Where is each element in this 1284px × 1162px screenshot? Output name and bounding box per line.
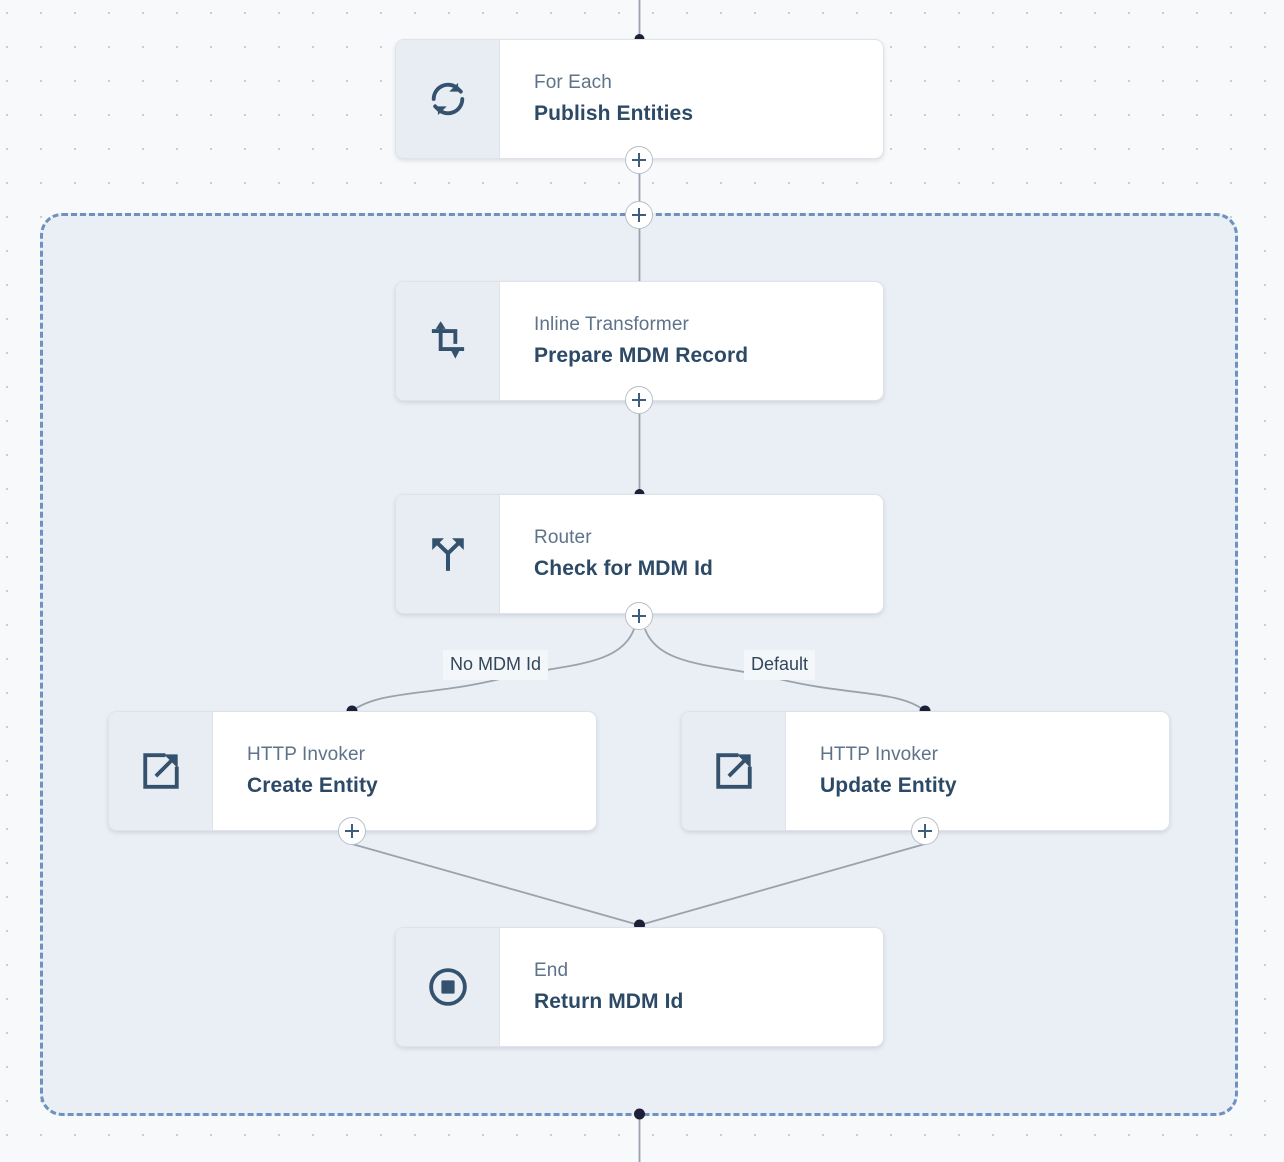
node-create-entity[interactable]: HTTP Invoker Create Entity bbox=[108, 711, 597, 831]
node-title-label: Publish Entities bbox=[534, 101, 694, 125]
external-link-icon bbox=[109, 712, 213, 830]
add-step-button-scope-entry[interactable] bbox=[625, 201, 653, 229]
add-step-button-after-create-entity[interactable] bbox=[338, 817, 366, 845]
stop-circle-icon bbox=[396, 928, 500, 1046]
node-text-block: Inline Transformer Prepare MDM Record bbox=[500, 282, 883, 400]
node-return-mdm-id[interactable]: End Return MDM Id bbox=[395, 927, 884, 1047]
node-text-block: End Return MDM Id bbox=[500, 928, 883, 1046]
external-link-icon bbox=[682, 712, 786, 830]
node-text-block: Router Check for MDM Id bbox=[500, 495, 883, 613]
node-prepare-mdm-record[interactable]: Inline Transformer Prepare MDM Record bbox=[395, 281, 884, 401]
node-type-label: Inline Transformer bbox=[534, 314, 689, 336]
node-publish-entities[interactable]: For Each Publish Entities bbox=[395, 39, 884, 159]
node-type-label: Router bbox=[534, 527, 592, 549]
node-text-block: For Each Publish Entities bbox=[500, 40, 883, 158]
transform-crop-icon bbox=[396, 282, 500, 400]
node-title-label: Prepare MDM Record bbox=[534, 343, 749, 367]
node-title-label: Return MDM Id bbox=[534, 989, 684, 1013]
loop-refresh-icon bbox=[396, 40, 500, 158]
add-step-button-after-update-entity[interactable] bbox=[911, 817, 939, 845]
node-title-label: Create Entity bbox=[247, 773, 378, 797]
node-text-block: HTTP Invoker Create Entity bbox=[213, 712, 596, 830]
node-update-entity[interactable]: HTTP Invoker Update Entity bbox=[681, 711, 1170, 831]
add-step-button-after-prepare-mdm-record[interactable] bbox=[625, 386, 653, 414]
add-step-button-after-publish-entities[interactable] bbox=[625, 146, 653, 174]
branch-label-no-mdm-id: No MDM Id bbox=[443, 650, 549, 680]
node-text-block: HTTP Invoker Update Entity bbox=[786, 712, 1169, 830]
node-title-label: Update Entity bbox=[820, 773, 957, 797]
node-check-for-mdm-id[interactable]: Router Check for MDM Id bbox=[395, 494, 884, 614]
node-type-label: End bbox=[534, 960, 569, 982]
add-step-button-after-check-for-mdm-id[interactable] bbox=[625, 602, 653, 630]
node-type-label: HTTP Invoker bbox=[820, 744, 939, 766]
node-type-label: For Each bbox=[534, 72, 612, 94]
branch-fork-icon bbox=[396, 495, 500, 613]
node-type-label: HTTP Invoker bbox=[247, 744, 366, 766]
branch-label-default: Default bbox=[744, 650, 816, 680]
node-title-label: Check for MDM Id bbox=[534, 556, 713, 580]
